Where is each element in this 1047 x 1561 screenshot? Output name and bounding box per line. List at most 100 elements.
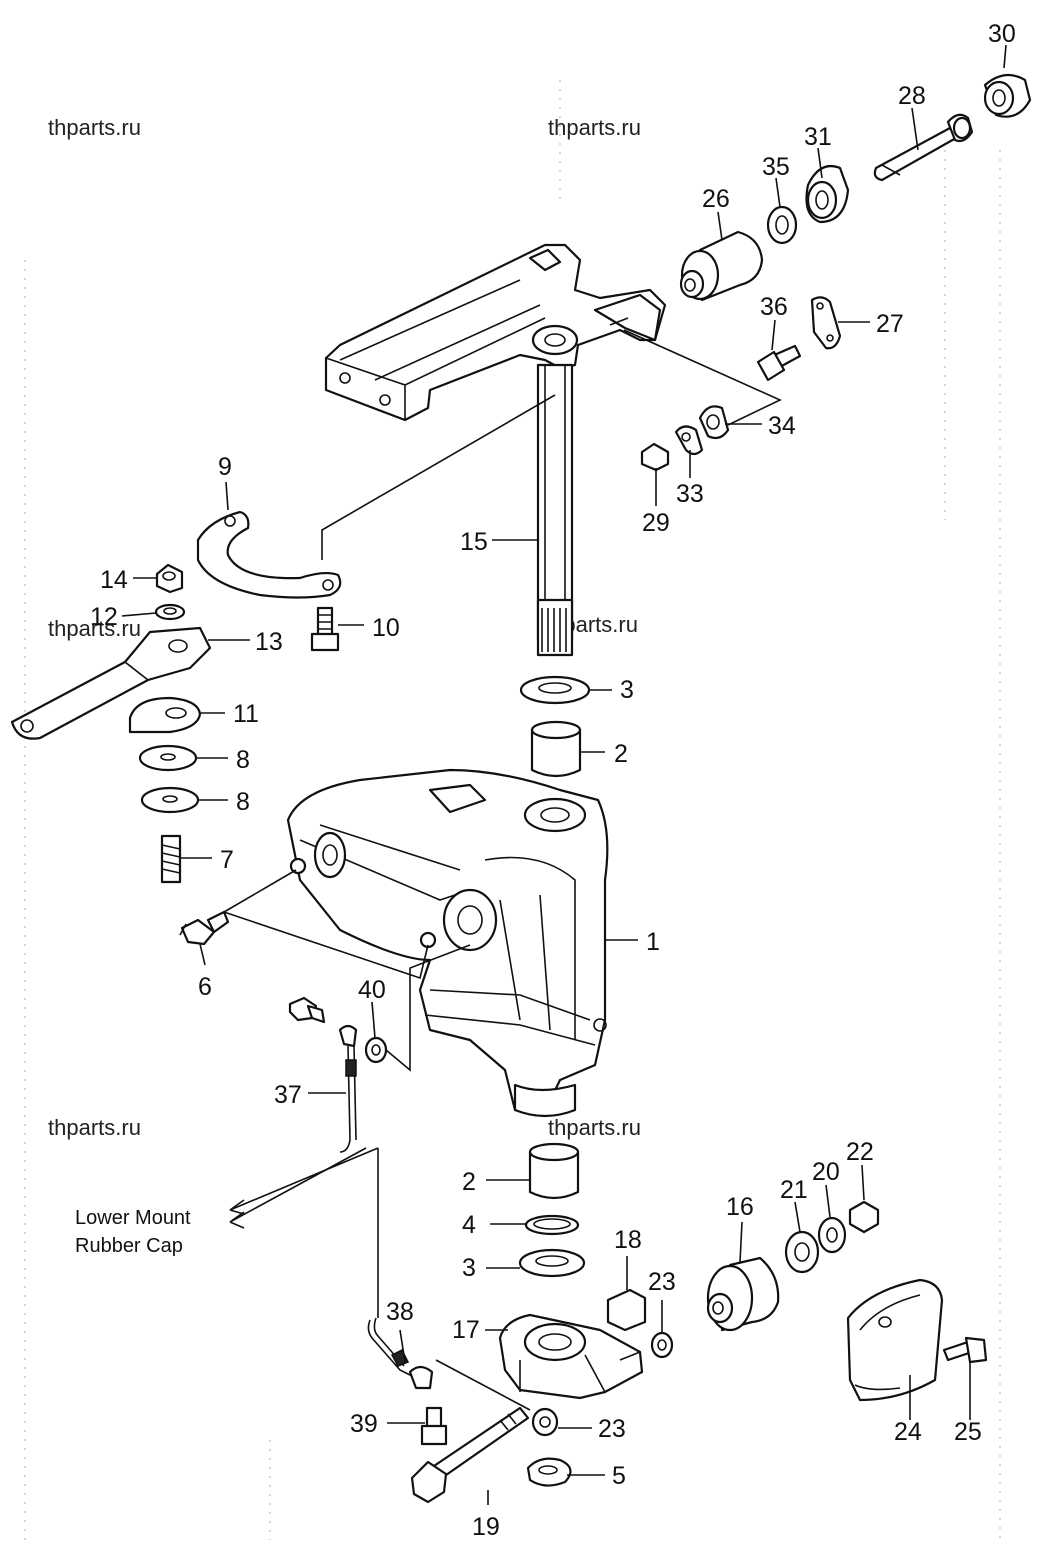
label-16: 16 xyxy=(726,1193,754,1221)
label-29: 29 xyxy=(642,509,670,537)
label-2: 2 xyxy=(462,1168,476,1196)
part-number-labels: 30 28 31 35 26 27 36 34 33 29 15 9 14 12… xyxy=(90,20,1016,1541)
part-16-rubber-mount xyxy=(706,1256,780,1332)
label-35: 35 xyxy=(762,153,790,181)
label-34: 34 xyxy=(768,412,796,440)
part-23-washer xyxy=(531,1407,559,1437)
watermark: thparts.ru xyxy=(48,616,141,641)
part-23-washer xyxy=(650,1331,674,1359)
part-1-swivel-bracket xyxy=(286,768,609,1118)
label-3: 3 xyxy=(462,1254,476,1282)
part-7-spring xyxy=(160,834,182,884)
part-6-grease-nipple xyxy=(179,910,230,946)
lower-mount-rubber-cap-note: Lower Mount Rubber Cap xyxy=(75,1207,191,1257)
part-17-lower-mount-bracket xyxy=(498,1313,644,1400)
watermark: thparts.ru xyxy=(548,115,641,140)
leader-lines xyxy=(121,44,1007,1505)
part-40-washer xyxy=(364,1036,388,1064)
label-9: 9 xyxy=(218,453,232,481)
watermark: thparts.ru xyxy=(548,1115,641,1140)
label-15: 15 xyxy=(460,528,488,556)
part-2-bushing xyxy=(528,1142,580,1200)
part-30-cap xyxy=(983,73,1032,118)
part-34-plate xyxy=(698,405,730,440)
part-18-rubber-cap xyxy=(606,1288,647,1332)
part-3-thrust-washer xyxy=(519,675,591,705)
label-22: 22 xyxy=(846,1138,874,1166)
part-33-lock-plate xyxy=(674,425,704,456)
part-37-ground-lead xyxy=(338,1024,358,1153)
part-26-rubber-mount xyxy=(679,230,764,302)
part-5-spring-washer xyxy=(526,1457,572,1487)
note-line-2: Rubber Cap xyxy=(75,1235,183,1257)
label-20: 20 xyxy=(812,1158,840,1186)
part-8-washer xyxy=(140,786,200,814)
part-24-cover xyxy=(846,1278,944,1402)
label-2: 2 xyxy=(614,740,628,768)
label-33: 33 xyxy=(676,480,704,508)
part-28-bolt xyxy=(873,113,974,182)
watermark: thparts.ru xyxy=(48,1115,141,1140)
label-21: 21 xyxy=(780,1176,808,1204)
note-line-1: Lower Mount xyxy=(75,1207,191,1229)
label-7: 7 xyxy=(220,846,234,874)
label-8: 8 xyxy=(236,746,250,774)
part-19-through-bolt xyxy=(410,1406,530,1504)
label-13: 13 xyxy=(255,628,283,656)
part-27-plate xyxy=(810,296,842,350)
part-29-nut xyxy=(640,442,670,472)
label-24: 24 xyxy=(894,1418,922,1446)
label-31: 31 xyxy=(804,123,832,151)
label-5: 5 xyxy=(612,1462,626,1490)
label-25: 25 xyxy=(954,1418,982,1446)
part-3-thrust-washer xyxy=(518,1248,586,1278)
part-38-ground-lead xyxy=(367,1317,434,1390)
label-10: 10 xyxy=(372,614,400,642)
part-35-washer xyxy=(766,205,798,245)
part-22-nut xyxy=(848,1200,880,1234)
label-28: 28 xyxy=(898,82,926,110)
part-20-washer xyxy=(817,1216,847,1254)
label-36: 36 xyxy=(760,293,788,321)
label-18: 18 xyxy=(614,1226,642,1254)
part-4-o-ring xyxy=(524,1214,580,1236)
label-3: 3 xyxy=(620,676,634,704)
label-12: 12 xyxy=(90,603,118,631)
part-2-bushing xyxy=(530,720,582,778)
label-14: 14 xyxy=(100,566,128,594)
part-21-washer xyxy=(784,1230,820,1274)
part-14-nut xyxy=(155,563,184,594)
label-23: 23 xyxy=(648,1268,676,1296)
label-8: 8 xyxy=(236,788,250,816)
part-36-bolt xyxy=(756,344,802,382)
part-9-stopper-plate xyxy=(196,510,342,599)
part-8-washer xyxy=(138,744,198,772)
label-37: 37 xyxy=(274,1081,302,1109)
part-11-plate xyxy=(128,696,202,734)
upper-mount-bracket xyxy=(324,243,667,422)
part-10-bolt xyxy=(310,606,340,652)
label-11: 11 xyxy=(233,700,259,728)
label-17: 17 xyxy=(452,1316,480,1344)
part-13-arm xyxy=(10,626,212,740)
label-27: 27 xyxy=(876,310,904,338)
part-15-steering-shaft xyxy=(536,363,574,657)
label-23: 23 xyxy=(598,1415,626,1443)
part-31-nut xyxy=(805,164,850,224)
part-12-washer xyxy=(154,603,186,621)
part-39-bolt xyxy=(420,1406,448,1446)
label-26: 26 xyxy=(702,185,730,213)
label-39: 39 xyxy=(350,1410,378,1438)
label-19: 19 xyxy=(472,1513,500,1541)
label-38: 38 xyxy=(386,1298,414,1326)
label-4: 4 xyxy=(462,1211,476,1239)
label-40: 40 xyxy=(358,976,386,1004)
watermark: thparts.ru xyxy=(48,115,141,140)
label-30: 30 xyxy=(988,20,1016,48)
grease-nipple xyxy=(288,996,326,1024)
label-1: 1 xyxy=(646,928,660,956)
part-25-bolt xyxy=(942,1336,988,1364)
label-6: 6 xyxy=(198,973,212,1001)
